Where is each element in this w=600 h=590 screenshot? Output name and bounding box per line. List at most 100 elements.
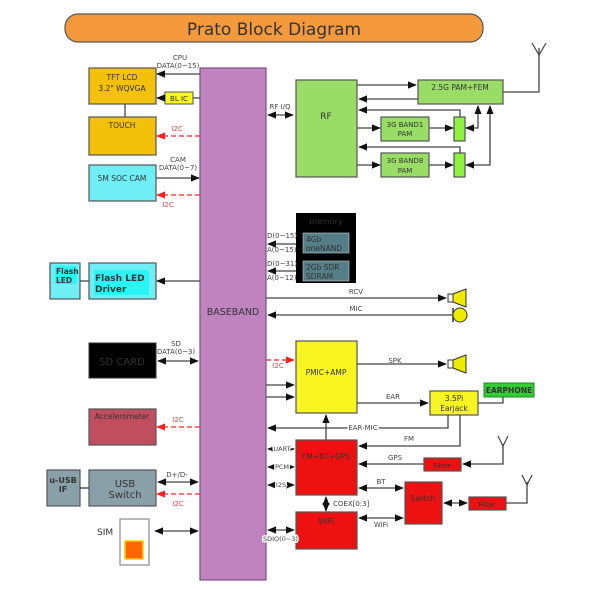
rf-label: RF: [320, 112, 331, 122]
memory-block: memory 4Gb oneNAND 2Gb SDR SDRAM: [296, 213, 356, 283]
tft-lcd-label: TFT LCD: [106, 73, 138, 82]
wifi-label: WiFi: [318, 517, 333, 526]
rf-iq-label: RF I/Q: [269, 103, 291, 111]
wifi-signal-label: WiFi: [374, 521, 388, 529]
touch-label: TOUCH: [108, 121, 136, 130]
i2c-usb-label: I2C: [172, 500, 184, 508]
band1-label: 3G BAND1: [387, 121, 424, 129]
baseband-block: BASEBAND: [199, 67, 267, 581]
memory-label: memory: [309, 217, 343, 226]
pmic-label: PMIC+AMP: [306, 368, 347, 377]
onenand-label: 4Gb: [306, 235, 322, 244]
bt-filter-block: Filter: [468, 496, 507, 511]
gps-filter-label: Filter: [433, 462, 450, 470]
usb-if-block: u-USB IF: [46, 469, 81, 507]
earjack-block: 3.5Pi Earjack: [429, 390, 479, 416]
fm-bt-gps-block: FM+BT+GPS: [295, 439, 358, 496]
a015-label: A(0~15): [267, 246, 297, 254]
cam-data-label: DATA(0~7): [159, 164, 198, 172]
camera-block: 5M SOC CAM: [88, 164, 157, 202]
fm-bt-gps-label: FM+BT+GPS: [302, 452, 350, 461]
sd-data-label: DATA(0~3): [157, 348, 196, 356]
pmic-amp-block: PMIC+AMP: [295, 340, 358, 414]
accelerometer-block: Accelerometer: [88, 408, 157, 446]
band8-pam-block: 3G BAND8 PAM: [380, 152, 430, 178]
sd-card-label: SD CARD: [99, 357, 145, 368]
bl-ic-block: BL IC: [164, 91, 194, 105]
antenna-gps-icon: [497, 435, 509, 448]
sd-label: SD: [171, 340, 181, 348]
usb-if-label-2: IF: [59, 485, 67, 494]
band1-label-2: PAM: [398, 130, 413, 138]
tft-lcd-label-2: 3.2" WQVGA: [98, 84, 146, 93]
flash-led-driver-block: Flash LED Driver: [88, 262, 157, 300]
pam-fem-block: 2.5G PAM+FEM: [417, 79, 504, 105]
pcm-label: PCM: [275, 463, 289, 471]
ear-mic-label: EAR MIC: [348, 424, 377, 432]
pam-fem-label: 2.5G PAM+FEM: [431, 83, 489, 92]
earjack-label: 3.5Pi: [445, 394, 463, 403]
earphone-label: EARPHONE: [486, 386, 532, 395]
onenand-label-2: oneNAND: [306, 244, 342, 253]
usb-switch-label: USB: [115, 479, 136, 490]
usb-switch-label-2: Switch: [108, 490, 141, 501]
antenna-bt-icon: [521, 474, 533, 487]
earphone-block: EARPHONE: [483, 382, 535, 398]
receiver-speaker-icon: [447, 288, 467, 308]
sdram-label: 2Gb SDR: [306, 263, 339, 272]
band8-label-2: PAM: [398, 167, 413, 175]
i2c-touch-label: I2C: [171, 125, 183, 133]
usb-if-label: u-USB: [49, 476, 76, 485]
spk-label: SPK: [388, 357, 402, 365]
duplexer-2: [453, 152, 466, 178]
uart-label: UART: [273, 445, 290, 453]
a012-label: A(0~12): [267, 274, 297, 282]
usb-switch-block: USB Switch: [88, 469, 157, 507]
sdram-label-2: SDRAM: [306, 272, 333, 281]
sd-card-block: SD CARD: [88, 342, 157, 379]
usb-data-label: D+/D-: [166, 471, 188, 479]
tft-lcd-block: TFT LCD 3.2" WQVGA: [88, 67, 157, 105]
touch-block: TOUCH: [88, 116, 157, 156]
accelerometer-label: Accelerometer: [95, 412, 151, 421]
baseband-label: BASEBAND: [207, 307, 260, 318]
microphone-icon: [452, 307, 468, 323]
gps-label: GPS: [388, 454, 403, 462]
earjack-label-2: Earjack: [440, 404, 468, 413]
coex-label: COEX[0:3]: [333, 500, 370, 508]
d031-label: D(0~31): [267, 260, 297, 268]
rcv-label: RCV: [349, 288, 363, 296]
title-banner: Prato Block Diagram: [64, 13, 484, 43]
flash-led-label: Flash: [56, 267, 79, 276]
fm-label: FM: [404, 435, 414, 443]
gps-filter-block: Filter: [423, 457, 462, 472]
flash-led-label-2: LED: [56, 276, 72, 285]
band1-pam-block: 3G BAND1 PAM: [380, 116, 430, 142]
cam-label: CAM: [170, 156, 186, 164]
mic-label: MIC: [350, 305, 363, 313]
switch-label: Switch: [411, 494, 436, 503]
sim-label: SIM: [97, 528, 113, 538]
bt-label: BT: [376, 478, 386, 486]
bt-filter-label: Filter: [478, 501, 495, 509]
bl-ic-label: BL IC: [170, 95, 188, 103]
band8-label: 3G BAND8: [387, 157, 424, 165]
ear-label: EAR: [386, 393, 400, 401]
speaker-icon: [447, 354, 467, 374]
flash-driver-label: Flash LED: [95, 274, 145, 284]
flash-led-block: Flash LED: [49, 262, 81, 300]
page-title: Prato Block Diagram: [187, 20, 361, 40]
i2c-cam-label: I2C: [162, 201, 174, 209]
sim-card-icon: [119, 518, 150, 566]
cpu-data-label: DATA(0~15): [157, 62, 200, 70]
camera-label: 5M SOC CAM: [98, 174, 147, 183]
i2c-accel-label: I2C: [172, 416, 184, 424]
antenna-main-icon: [531, 42, 547, 57]
cpu-label: CPU: [173, 54, 187, 62]
duplexer-1: [453, 116, 466, 142]
rf-block: RF: [295, 79, 358, 178]
i2c-pmic-label: I2C: [272, 362, 284, 370]
wifi-block: WiFi: [295, 511, 358, 550]
sdio-label: SDIO(0~3): [263, 535, 298, 543]
